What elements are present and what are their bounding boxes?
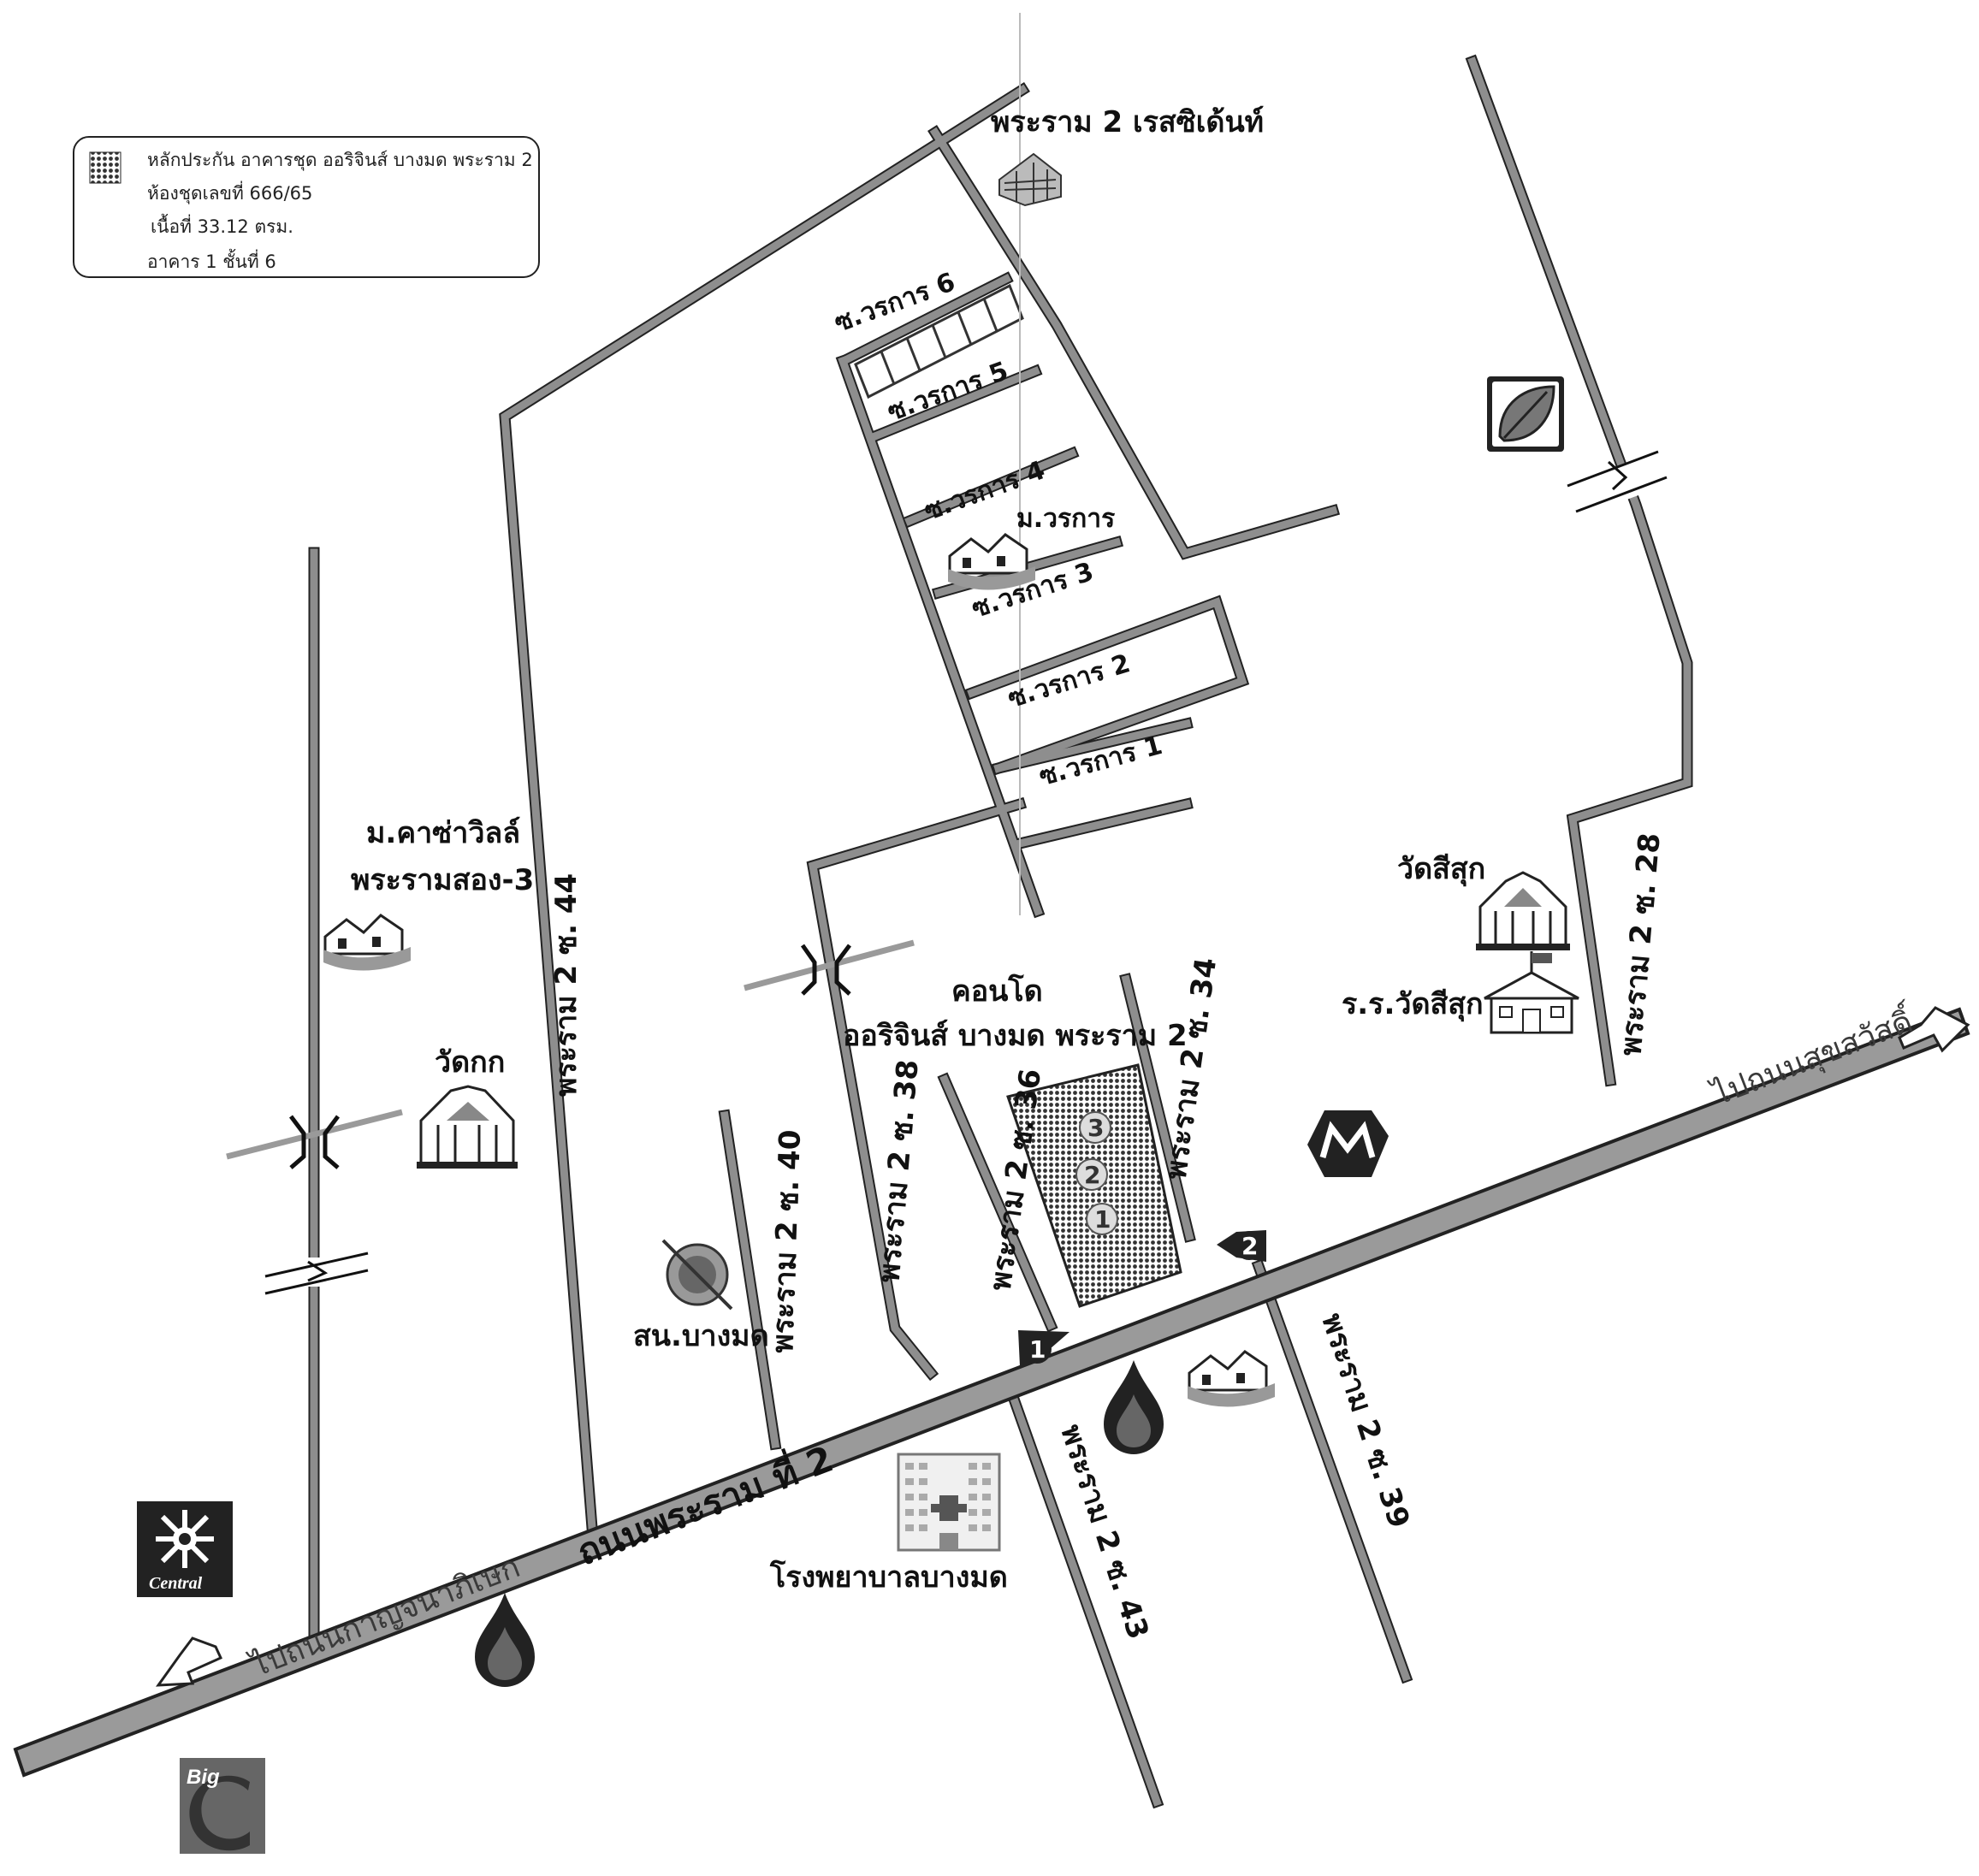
hospital-icon	[897, 1453, 1001, 1552]
police-badge-icon	[661, 1239, 733, 1311]
label-residence: พระราม 2 เรสซิเด้นท์	[991, 105, 1264, 139]
condo-site: 3 2 1	[1006, 1063, 1182, 1308]
svg-text:2: 2	[1084, 1161, 1100, 1189]
legend-line-1: หลักประกัน อาคารชุด ออริจินส์ บางมด พระร…	[147, 150, 533, 171]
label-main-road: ถนนพระราม ที่ 2	[570, 1434, 838, 1574]
fuel-drop-icon	[475, 1593, 535, 1687]
legend-line-3: เนื้อที่ 33.12 ตรม.	[151, 214, 293, 237]
svg-text:Central: Central	[149, 1574, 203, 1593]
bridge-icon	[800, 944, 851, 996]
main-road	[13, 1006, 1970, 1778]
label-soi-39: พระราม 2 ซ. 39	[1314, 1309, 1416, 1532]
svg-text:2: 2	[1241, 1232, 1258, 1260]
temple-icon	[1476, 871, 1570, 950]
building-1-marker[interactable]: 1	[1086, 1203, 1118, 1235]
bigc-logo-icon: Big	[180, 1758, 265, 1854]
legend-box: หลักประกัน อาคารชุด ออริจินส์ บางมด พระร…	[73, 136, 540, 278]
label-condo-2: ออริจินส์ บางมด พระราม 2	[843, 1019, 1188, 1053]
label-bangmod-police: สน.บางมด	[633, 1319, 769, 1353]
label-school: ร.ร.วัดสีสุก	[1342, 987, 1484, 1022]
arrow-icon	[155, 1006, 1970, 1687]
labels: พระราม 2 เรสซิเด้นท์ ม.วรการ ม.คาซ่าวิลล…	[244, 105, 1920, 1684]
house-icon	[323, 914, 411, 971]
svg-text:1: 1	[1029, 1335, 1046, 1364]
road-break-icon	[264, 1252, 369, 1295]
label-soi-44: พระราม 2 ซ. 44	[549, 873, 584, 1097]
label-soi-43: พระราม 2 ซ. 43	[1053, 1420, 1155, 1643]
condo-pattern-swatch	[89, 151, 121, 184]
apartment-icon	[998, 152, 1062, 207]
bridge-icon	[289, 1115, 340, 1169]
label-wat-kok: วัดกก	[435, 1045, 505, 1080]
bangchak-leaf-icon	[1487, 376, 1564, 452]
label-m-worakan: ม.วรการ	[1016, 504, 1115, 534]
label-hospital: โรงพยาบาลบางมด	[769, 1559, 1008, 1595]
building-2-marker[interactable]: 2	[1075, 1158, 1108, 1191]
homepro-logo-icon	[1307, 1110, 1389, 1177]
svg-text:3: 3	[1087, 1114, 1104, 1142]
row-houses	[854, 283, 1024, 399]
house-icon	[948, 533, 1035, 590]
label-soi-28: พระราม 2 ซ. 28	[1614, 831, 1668, 1057]
svg-text:1: 1	[1094, 1205, 1111, 1234]
legend-line-2: ห้องชุดเลขที่ 666/65	[147, 180, 312, 204]
temple-icon	[417, 1085, 518, 1169]
label-casa-ville-2: พระรามสอง-3	[351, 863, 534, 897]
side-roads	[226, 13, 1693, 1809]
school-icon	[1484, 951, 1579, 1034]
entry-marker-2[interactable]: 2	[1217, 1230, 1266, 1262]
legend-line-4: อาคาร 1 ชั้นที่ 6	[147, 249, 276, 272]
label-casa-ville-1: ม.คาซ่าวิลล์	[366, 816, 520, 850]
label-soi-40: พระราม 2 ซ. 40	[766, 1129, 808, 1353]
svg-text:Big: Big	[187, 1766, 220, 1789]
fuel-drop-icon	[1104, 1360, 1164, 1454]
building-3-marker[interactable]: 3	[1079, 1111, 1111, 1144]
label-wat-sisuk: วัดสีสุก	[1397, 852, 1485, 887]
entry-marker-1[interactable]: 1	[1018, 1330, 1069, 1366]
house-icon	[1188, 1350, 1275, 1407]
label-soi-38: พระราม 2 ซ. 38	[872, 1058, 926, 1284]
label-condo-1: คอนโด	[951, 974, 1043, 1009]
label-soi-34: พระราม 2 ซ. 34	[1158, 956, 1224, 1181]
road-break-icon	[1567, 450, 1668, 513]
central-logo-icon: Central	[137, 1501, 233, 1597]
